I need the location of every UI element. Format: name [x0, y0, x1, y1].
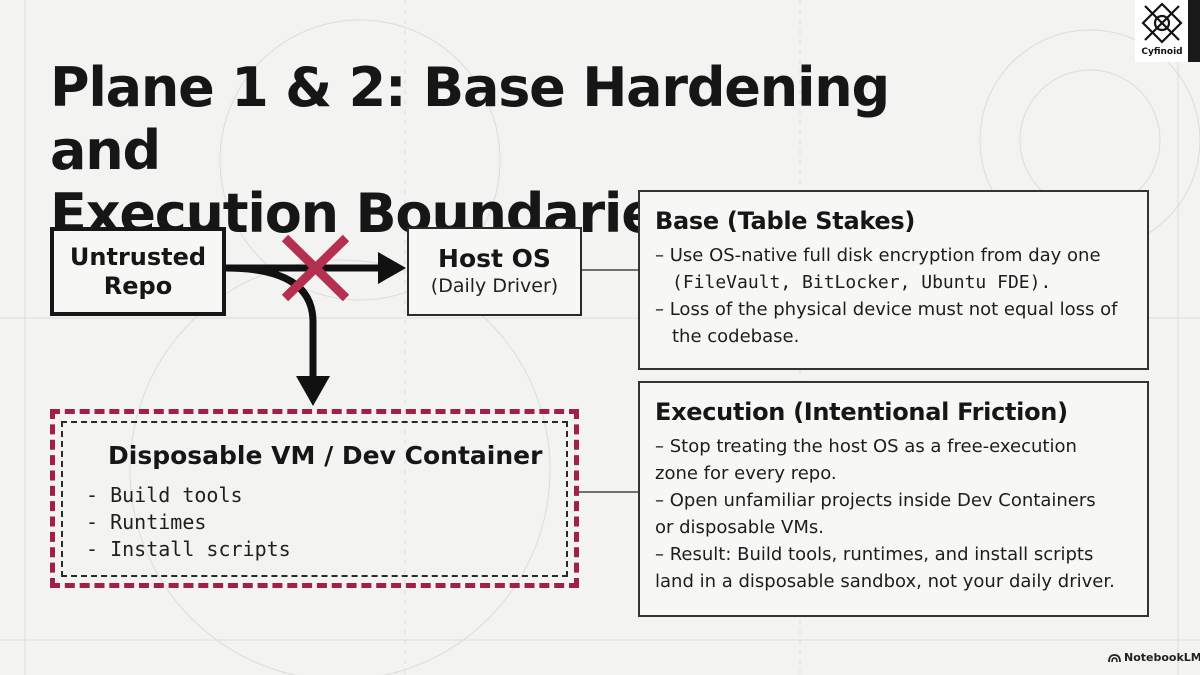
sandbox-item: - Install scripts — [86, 537, 291, 561]
sandbox-item: - Build tools — [86, 483, 243, 507]
x-icon — [281, 234, 350, 302]
sandbox-inner-boundary — [61, 421, 568, 577]
base-bullet-1-line-2: (FileVault, BitLocker, Ubuntu FDE). — [672, 272, 1052, 293]
execution-line: – Stop treating the host OS as a free-ex… — [655, 436, 1077, 457]
untrusted-repo-line-1: Untrusted — [69, 242, 207, 271]
arrowhead-host — [378, 252, 406, 284]
page-title: Plane 1 & 2: Base Hardening and Executio… — [50, 56, 950, 245]
watermark-text: NotebookLM — [1124, 651, 1200, 664]
base-bullet-1-line-1: – Use OS-native full disk encryption fro… — [655, 245, 1101, 266]
execution-panel-heading: Execution (Intentional Friction) — [655, 398, 1068, 426]
arrowhead-sandbox — [296, 376, 330, 406]
cyfinoid-logo — [1135, 0, 1189, 62]
base-panel: Base (Table Stakes) – Use OS-native full… — [638, 190, 1149, 370]
sandbox-title: Disposable VM / Dev Container — [108, 441, 543, 470]
untrusted-repo-box: Untrusted Repo — [50, 227, 226, 316]
execution-line: land in a disposable sandbox, not your d… — [655, 571, 1115, 592]
untrusted-repo-line-2: Repo — [103, 271, 173, 300]
notebooklm-watermark: NotebookLM — [1108, 651, 1200, 664]
sandbox-item: - Runtimes — [86, 510, 207, 534]
notebooklm-icon — [1108, 653, 1121, 662]
host-os-subtitle: (Daily Driver) — [430, 275, 559, 297]
base-bullet-2-line-2: the codebase. — [672, 326, 800, 347]
execution-line: – Result: Build tools, runtimes, and ins… — [655, 544, 1094, 565]
execution-line: zone for every repo. — [655, 463, 837, 484]
host-os-box: Host OS (Daily Driver) — [407, 227, 582, 316]
sandbox-items: - Build tools - Runtimes - Install scrip… — [86, 482, 291, 563]
host-os-title: Host OS — [438, 244, 551, 273]
execution-line: – Open unfamiliar projects inside Dev Co… — [655, 490, 1096, 511]
logo-text: Cyfinoid — [1141, 47, 1183, 57]
sandbox-outer-boundary — [50, 409, 579, 588]
title-line-1: Plane 1 & 2: Base Hardening and — [50, 56, 890, 182]
logo-side-bar — [1188, 0, 1200, 62]
base-bullet-2-line-1: – Loss of the physical device must not e… — [655, 299, 1118, 320]
execution-panel: Execution (Intentional Friction) – Stop … — [638, 381, 1149, 617]
base-panel-heading: Base (Table Stakes) — [655, 207, 915, 235]
execution-line: or disposable VMs. — [655, 517, 824, 538]
cyfinoid-logo-icon — [1141, 2, 1183, 44]
